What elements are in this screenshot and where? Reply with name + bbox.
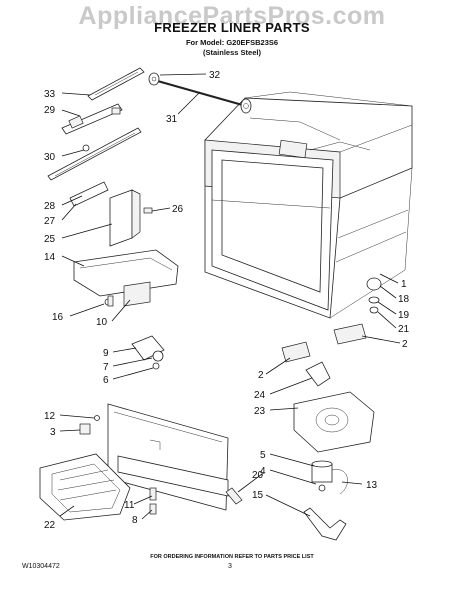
callout-13: 13 xyxy=(366,480,378,491)
callout-30: 30 xyxy=(44,152,56,163)
callout-2-right: 2 xyxy=(402,339,408,350)
callout-3: 3 xyxy=(50,427,56,438)
model-info: For Model: G20EFSB23S6 (Stainless Steel) xyxy=(0,38,464,58)
callout-14: 14 xyxy=(44,252,56,263)
insulation-pads xyxy=(281,323,367,363)
callout-33: 33 xyxy=(44,89,56,100)
bracket-25 xyxy=(109,189,153,247)
rail-assemblies xyxy=(47,67,145,207)
callout-8: 8 xyxy=(132,515,138,526)
callout-11: 11 xyxy=(124,500,135,511)
callout-10: 10 xyxy=(96,317,108,328)
callout-29: 29 xyxy=(44,105,56,116)
callout-9: 9 xyxy=(103,348,109,359)
motor-bracket xyxy=(303,507,347,541)
callout-24: 24 xyxy=(254,390,266,401)
callout-23: 23 xyxy=(254,406,266,417)
air-duct-panel xyxy=(117,455,229,515)
callout-labels: 33 29 30 28 27 26 25 14 16 10 9 7 6 12 3… xyxy=(44,70,410,531)
finish-line: (Stainless Steel) xyxy=(203,48,261,57)
fan-motor xyxy=(311,460,348,495)
callout-25: 25 xyxy=(44,234,56,245)
callout-7: 7 xyxy=(103,362,109,373)
callout-4: 4 xyxy=(260,466,266,477)
fan-shroud xyxy=(73,249,179,307)
callout-20: 20 xyxy=(252,470,264,481)
callout-21: 21 xyxy=(398,324,410,335)
leader-lines xyxy=(59,73,401,520)
callout-6: 6 xyxy=(103,375,109,386)
freezer-liner xyxy=(204,91,413,319)
rod-assembly xyxy=(148,72,252,114)
callout-26: 26 xyxy=(172,204,184,215)
page-number: 3 xyxy=(228,563,232,570)
callout-28: 28 xyxy=(44,201,56,212)
callout-1: 1 xyxy=(401,279,407,290)
callout-22: 22 xyxy=(44,520,56,531)
callout-18: 18 xyxy=(398,294,410,305)
watermark: AppliancePartsPros.com xyxy=(78,2,386,30)
callout-2-left: 2 xyxy=(258,370,264,381)
bottom-grille xyxy=(39,453,131,521)
callout-31: 31 xyxy=(166,114,178,125)
callout-19: 19 xyxy=(398,310,410,321)
callout-27: 27 xyxy=(44,216,56,227)
fan-blade-housing xyxy=(293,361,375,453)
document-id: W10304472 xyxy=(22,563,60,570)
callout-32: 32 xyxy=(209,70,221,81)
callout-15: 15 xyxy=(252,490,264,501)
strip-20 xyxy=(225,487,243,505)
fan-hub-parts xyxy=(366,277,382,314)
damper-assembly xyxy=(131,335,165,370)
callout-12: 12 xyxy=(44,411,56,422)
callout-5: 5 xyxy=(260,450,266,461)
page-title: FREEZER LINER PARTS xyxy=(154,20,310,35)
ordering-note: FOR ORDERING INFORMATION REFER TO PARTS … xyxy=(150,554,314,560)
model-line: For Model: G20EFSB23S6 xyxy=(185,38,279,47)
callout-16: 16 xyxy=(52,312,64,323)
